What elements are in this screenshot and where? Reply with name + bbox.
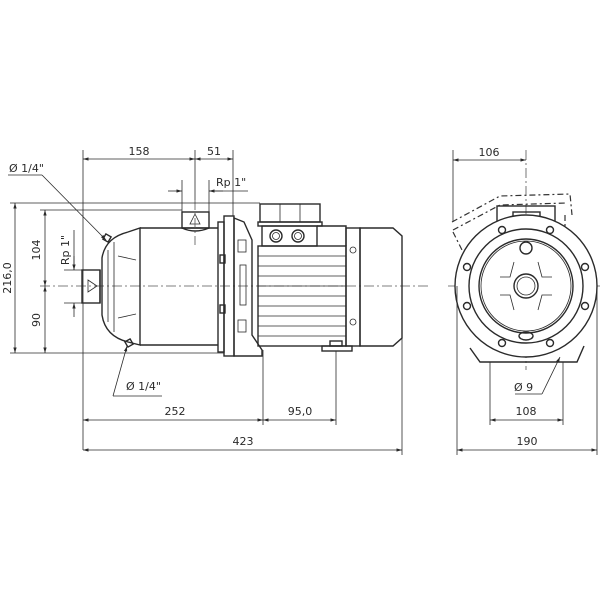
end-view: 106 Ø 9 108 190 xyxy=(448,146,600,455)
flange-circle xyxy=(454,214,598,358)
dim-rp1-suction: Rp 1" xyxy=(59,235,72,265)
bolt-holes xyxy=(462,225,590,348)
label-vent-plug: Ø 1/4" xyxy=(9,162,44,175)
dim-rp1-discharge: Rp 1" xyxy=(216,176,246,189)
dim-51: 51 xyxy=(207,145,221,158)
side-view: 158 51 Rp 1" 216,0 104 90 xyxy=(1,145,430,455)
dim-252: 252 xyxy=(165,405,186,418)
terminal-box-outline xyxy=(451,193,573,223)
dim-106: 106 xyxy=(479,146,500,159)
fan-cover xyxy=(359,227,403,347)
suction-nozzle xyxy=(81,269,101,304)
shaft-hub xyxy=(513,273,539,299)
dim-190: 190 xyxy=(517,435,538,448)
end-view-dimensions: 106 Ø 9 108 190 xyxy=(452,146,598,455)
flow-arrow-icon xyxy=(87,279,98,293)
label-mounting-hole: Ø 9 xyxy=(514,381,533,394)
dim-108: 108 xyxy=(516,405,537,418)
motor-flange xyxy=(217,215,263,357)
dim-158: 158 xyxy=(129,145,150,158)
dim-216: 216,0 xyxy=(1,262,14,294)
cable-gland-icon xyxy=(291,229,305,243)
pump-end-cap xyxy=(101,227,141,349)
pump-housing xyxy=(140,200,218,346)
discharge-nozzle xyxy=(181,211,210,229)
dim-423: 423 xyxy=(233,435,254,448)
dim-95: 95,0 xyxy=(288,405,313,418)
motor xyxy=(257,203,403,352)
dim-104: 104 xyxy=(30,240,43,261)
cable-gland-icon xyxy=(269,229,283,243)
dim-90: 90 xyxy=(30,313,43,327)
terminal-box xyxy=(259,203,321,223)
impeller-vanes xyxy=(500,261,552,311)
label-drain-plug: Ø 1/4" xyxy=(126,380,161,393)
side-view-dimensions: 158 51 Rp 1" 216,0 104 90 xyxy=(1,145,403,455)
